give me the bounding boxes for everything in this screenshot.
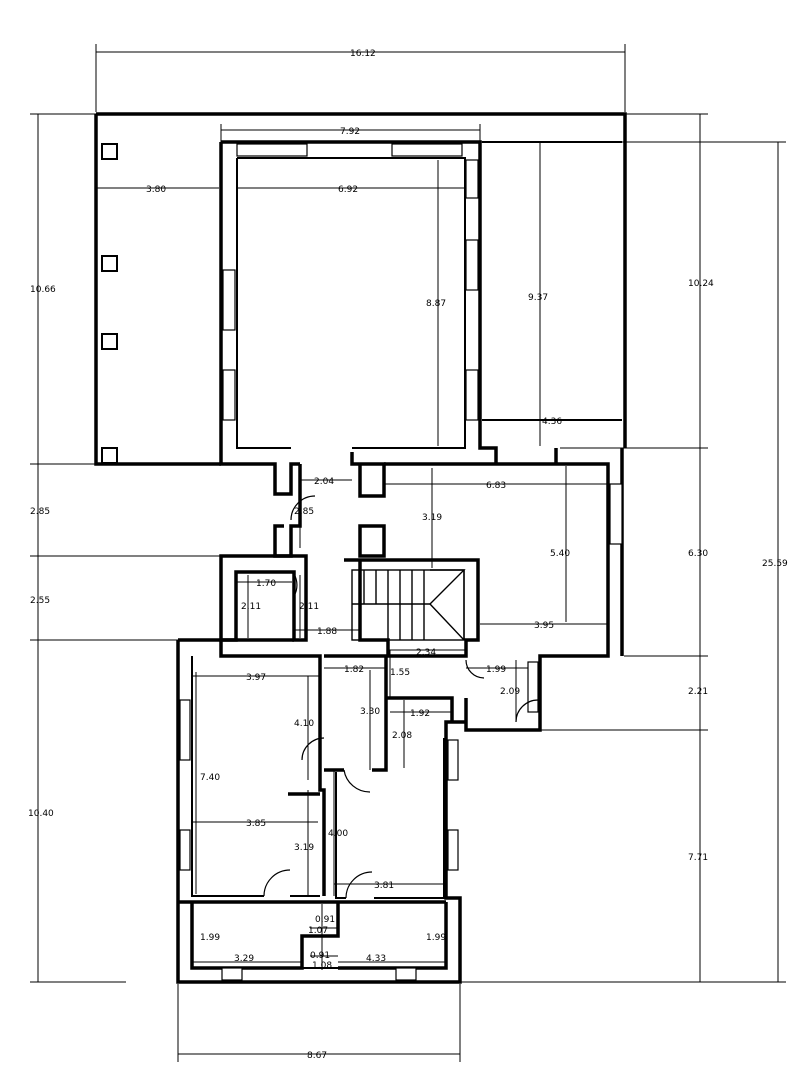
dim-bedroom1-depth: 7.40	[200, 773, 220, 783]
dim-balcony-left-width: 3.29	[234, 954, 254, 964]
dim-bedroom1-width-low: 3.85	[246, 819, 266, 829]
dim-hall-depth: 8.87	[426, 299, 446, 309]
dim-stair-landing: 2.34	[416, 648, 436, 658]
dim-bath-depth: 2.09	[500, 687, 520, 697]
dim-passage-width-2: 1.82	[344, 665, 364, 675]
dim-living-depth-right: 5.40	[550, 549, 570, 559]
dim-wc-depth-left: 2.11	[241, 602, 261, 612]
dim-wc-depth-right: 2.11	[299, 602, 319, 612]
dim-left-mid-height: 2.55	[30, 596, 50, 606]
dim-right-lower-height: 2.21	[688, 687, 708, 697]
dim-small-a: 0.91	[315, 915, 335, 925]
doors	[263, 495, 539, 899]
dim-right-court-depth: 9.37	[528, 293, 548, 303]
dim-hall-width-inner: 6.92	[338, 185, 358, 195]
dim-balcony-right-width: 4.33	[366, 954, 386, 964]
dim-left-mid-height-a: 2.85	[30, 507, 50, 517]
dim-bottom-width: 8.67	[307, 1051, 327, 1061]
dim-bedroom1-door-offset: 4.10	[294, 719, 314, 729]
dimension-lines	[30, 44, 786, 1062]
pillars	[101, 143, 118, 464]
dim-bedroom2-width: 3.81	[374, 881, 394, 891]
dim-hall-width-outer: 7.92	[340, 127, 360, 137]
dim-right-height-top: 10.24	[688, 279, 714, 289]
dim-balcony-right-depth: 1.99	[426, 933, 446, 943]
dim-overall-width-top: 16.12	[350, 49, 376, 59]
dim-right-bottom-height: 7.71	[688, 853, 708, 863]
dim-corridor-length: 2.85	[294, 507, 314, 517]
staircase	[351, 569, 466, 641]
dim-small-d: 1.08	[312, 961, 332, 971]
dim-right-court-width: 4.36	[542, 417, 562, 427]
dim-wc-width: 1.70	[256, 579, 276, 589]
dim-small-c: 0.91	[310, 951, 330, 961]
dim-balcony-left-depth: 1.99	[200, 933, 220, 943]
dim-total-height: 25.59	[762, 559, 788, 569]
dim-bedroom1-width: 3.97	[246, 673, 266, 683]
dim-kitchen-width: 1.92	[410, 709, 430, 719]
dimension-labels: 16.12 7.92 3.80 6.92 8.87 9.37 4.36 10.6…	[28, 49, 788, 1061]
dim-kitchen-depth: 2.08	[392, 731, 412, 741]
windows	[179, 143, 623, 981]
dim-passage-width: 1.88	[317, 627, 337, 637]
dim-living-bottom-width: 3.95	[534, 621, 554, 631]
dim-living-width: 6.83	[486, 481, 506, 491]
dim-bedroom1-lower-part: 3.19	[294, 843, 314, 853]
dim-bedroom2-depth: 4.00	[328, 829, 348, 839]
dim-small-b: 1.07	[308, 926, 328, 936]
dim-hall2-depth: 3.30	[360, 707, 380, 717]
dim-living-depth-left: 3.19	[422, 513, 442, 523]
dim-corridor-width: 2.04	[314, 477, 334, 487]
dim-passage-depth: 1.55	[390, 668, 410, 678]
dim-left-bottom-height: 10.40	[28, 809, 54, 819]
dim-bath-width: 1.99	[486, 665, 506, 675]
dim-left-height-top: 10.66	[30, 285, 56, 295]
dim-terrace-width: 3.80	[146, 185, 166, 195]
dim-right-mid-height: 6.30	[688, 549, 708, 559]
walls	[94, 112, 627, 984]
